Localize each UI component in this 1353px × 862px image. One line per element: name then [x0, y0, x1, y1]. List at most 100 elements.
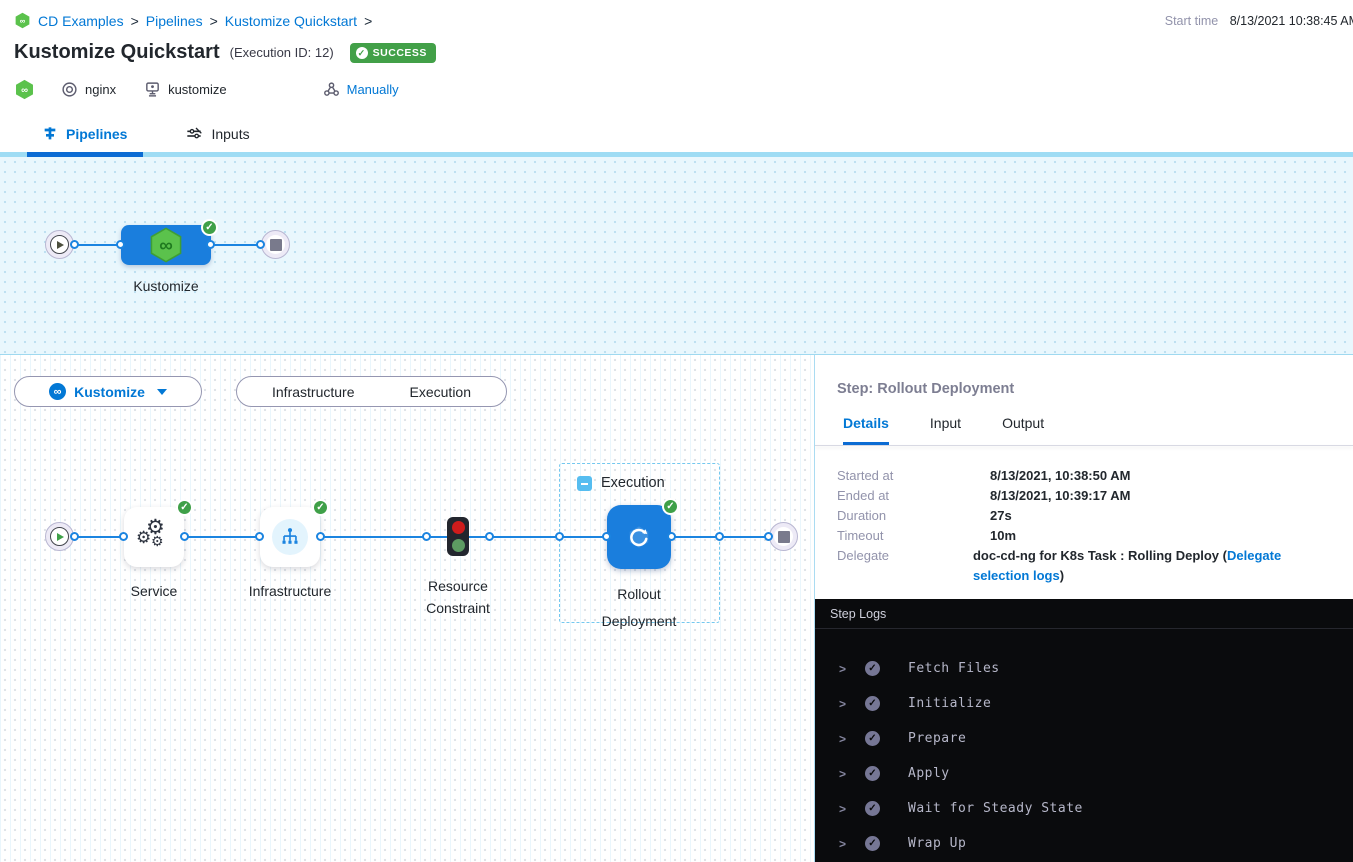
log-section-apply[interactable]: > ✓ Apply	[839, 756, 1353, 791]
resource-constraint-traffic-light-icon[interactable]	[447, 517, 469, 556]
log-section-list: > ✓ Fetch Files > ✓ Initialize > ✓ Prepa…	[815, 629, 1353, 861]
detail-label: Duration	[837, 506, 990, 526]
chevron-right-icon: >	[839, 802, 865, 816]
step-node-rollout-deployment[interactable]	[607, 505, 671, 569]
start-time: Start time 8/13/2021 10:38:45 AM	[1165, 14, 1353, 28]
chevron-right-icon: >	[839, 697, 865, 711]
cd-stage-select-icon: ∞	[49, 383, 66, 400]
step-details-panel: Step: Rollout Deployment Details Input O…	[815, 355, 1353, 862]
service-name: nginx	[85, 82, 116, 97]
log-section-label: Wrap Up	[908, 836, 966, 851]
log-section-wrap-up[interactable]: > ✓ Wrap Up	[839, 826, 1353, 861]
status-badge-label: SUCCESS	[373, 47, 427, 59]
step-details-title: Step: Rollout Deployment	[837, 381, 1353, 397]
check-circle-icon: ✓	[865, 731, 880, 746]
connector-dot	[116, 240, 125, 249]
meta-row: ∞ nginx kustomize Manually	[14, 79, 1353, 100]
check-icon: ✓	[356, 47, 368, 59]
rollout-redo-icon	[624, 522, 654, 552]
page-title: Kustomize Quickstart	[14, 41, 220, 64]
title-row: Kustomize Quickstart (Execution ID: 12) …	[14, 41, 1353, 64]
service-target-icon	[61, 81, 78, 98]
log-section-label: Apply	[908, 766, 950, 781]
log-section-label: Wait for Steady State	[908, 801, 1083, 816]
toggle-infrastructure[interactable]: Infrastructure	[272, 384, 354, 400]
detail-label: Started at	[837, 466, 990, 486]
stage-graph-canvas[interactable]: ∞ ✓ Kustomize	[0, 157, 1353, 355]
environment-meta[interactable]: kustomize	[144, 81, 227, 98]
connector-dot	[206, 240, 215, 249]
log-section-wait-for-steady-state[interactable]: > ✓ Wait for Steady State	[839, 791, 1353, 826]
breadcrumb-separator: >	[131, 13, 139, 29]
log-section-prepare[interactable]: > ✓ Prepare	[839, 721, 1353, 756]
cd-module-icon: ∞	[14, 79, 35, 100]
connector-dot	[667, 532, 676, 541]
log-section-fetch-files[interactable]: > ✓ Fetch Files	[839, 651, 1353, 686]
details-table: Started at 8/13/2021, 10:38:50 AM Ended …	[815, 446, 1353, 586]
breadcrumb-kustomize-quickstart[interactable]: Kustomize Quickstart	[225, 13, 357, 29]
connector-dot	[764, 532, 773, 541]
connector-dot	[602, 532, 611, 541]
cd-module-icon: ∞	[14, 12, 31, 29]
step-node-service[interactable]: ⚙⚙⚙	[124, 507, 184, 567]
tab-pipelines[interactable]: Pipelines	[42, 126, 127, 142]
breadcrumb-pipelines[interactable]: Pipelines	[146, 13, 203, 29]
step-node-infrastructure[interactable]	[260, 507, 320, 567]
log-section-label: Initialize	[908, 696, 991, 711]
trigger-meta[interactable]: Manually	[323, 81, 399, 98]
detail-label: Ended at	[837, 486, 990, 506]
step-logs-header: Step Logs	[815, 599, 1353, 629]
breadcrumb-cd-examples[interactable]: CD Examples	[38, 13, 124, 29]
collapse-group-icon[interactable]	[577, 476, 592, 491]
detail-value: 27s	[990, 506, 1012, 526]
stage-node-kustomize[interactable]: ∞	[121, 225, 211, 265]
view-toggle: Infrastructure Execution	[236, 376, 507, 407]
edge-line	[211, 244, 261, 246]
svg-text:∞: ∞	[21, 85, 28, 96]
tab-input[interactable]: Input	[930, 415, 961, 445]
detail-value: doc-cd-ng for K8s Task : Rolling Deploy …	[973, 546, 1331, 586]
connector-dot	[485, 532, 494, 541]
inputs-sliders-icon	[185, 126, 203, 142]
pipeline-end-node[interactable]	[261, 230, 290, 259]
stage-label: Kustomize	[121, 278, 211, 294]
tab-output[interactable]: Output	[1002, 415, 1044, 445]
toggle-execution[interactable]: Execution	[410, 384, 471, 400]
check-circle-icon: ✓	[865, 661, 880, 676]
detail-label: Delegate	[837, 546, 973, 586]
service-meta[interactable]: nginx	[61, 81, 116, 98]
log-section-initialize[interactable]: > ✓ Initialize	[839, 686, 1353, 721]
step-logs-panel: Step Logs > ✓ Fetch Files > ✓ Initialize…	[815, 599, 1353, 862]
execution-graph-canvas[interactable]: ∞ Kustomize Infrastructure Execution Exe…	[0, 355, 815, 862]
chevron-right-icon: >	[839, 837, 865, 851]
connector-dot	[70, 240, 79, 249]
pipeline-icon	[42, 126, 58, 142]
stage-selector-label: Kustomize	[74, 384, 145, 400]
execution-end-node[interactable]	[769, 522, 798, 551]
chevron-down-icon	[157, 389, 167, 395]
log-section-label: Fetch Files	[908, 661, 1000, 676]
details-tabs: Details Input Output	[815, 415, 1353, 445]
trigger-webhook-icon	[323, 81, 340, 98]
breadcrumb-separator: >	[210, 13, 218, 29]
step-success-check-icon: ✓	[176, 499, 193, 516]
tab-pipelines-label: Pipelines	[66, 126, 127, 142]
check-circle-icon: ✓	[865, 766, 880, 781]
detail-value: 8/13/2021, 10:39:17 AM	[990, 486, 1130, 506]
edge-line	[74, 244, 121, 246]
chevron-right-icon: >	[839, 662, 865, 676]
step-label-infrastructure: Infrastructure	[230, 583, 350, 599]
stop-icon	[266, 235, 285, 254]
detail-value: 10m	[990, 526, 1016, 546]
edge-line	[74, 536, 124, 538]
trigger-label: Manually	[347, 82, 399, 97]
tab-details[interactable]: Details	[843, 415, 889, 445]
stage-selector-dropdown[interactable]: ∞ Kustomize	[14, 376, 202, 407]
breadcrumb: ∞ CD Examples > Pipelines > Kustomize Qu…	[14, 12, 1353, 29]
main-tabbar: Pipelines Inputs	[0, 110, 1353, 157]
detail-row-duration: Duration 27s	[837, 506, 1331, 526]
tab-inputs[interactable]: Inputs	[185, 126, 249, 142]
connector-dot	[256, 240, 265, 249]
log-section-label: Prepare	[908, 731, 966, 746]
